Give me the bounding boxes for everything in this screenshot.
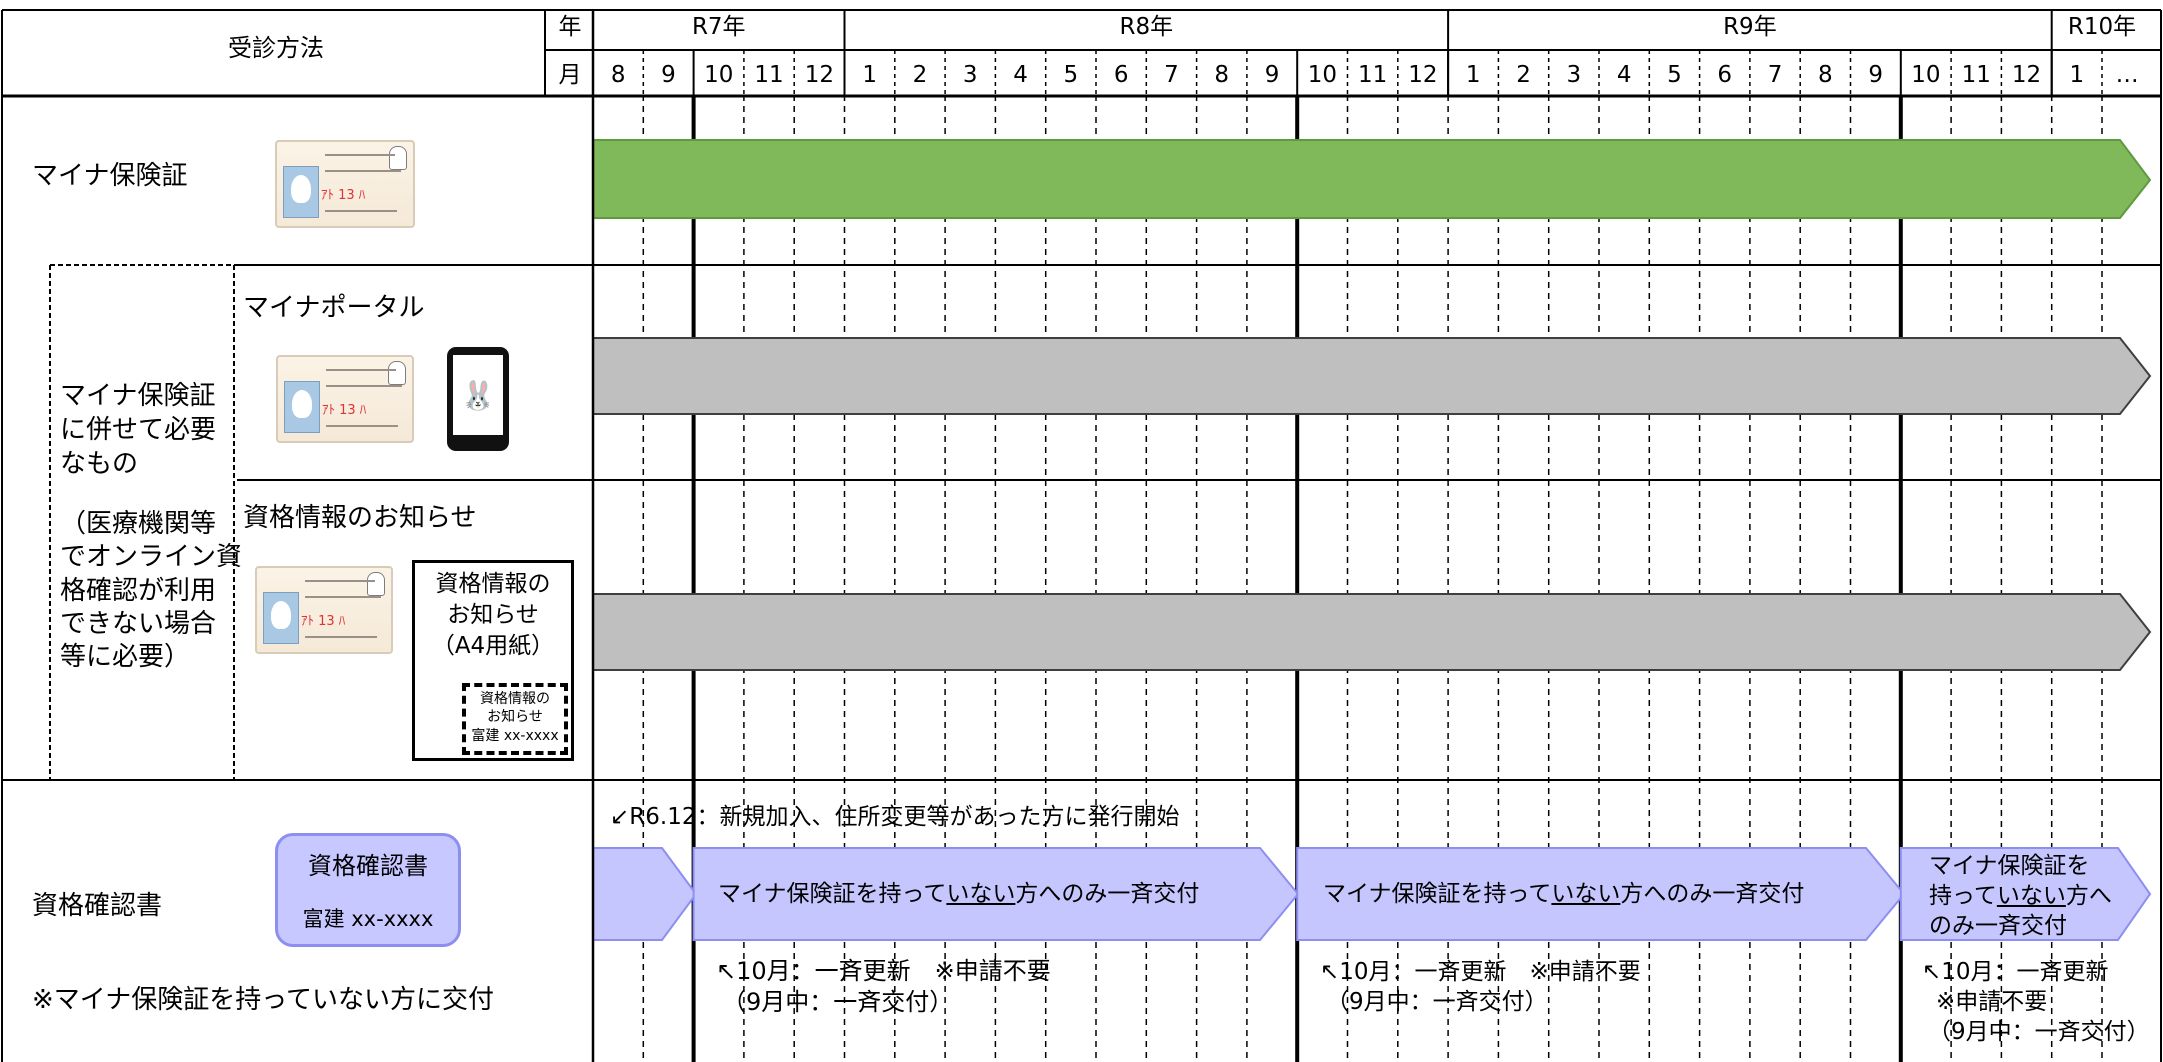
month-tick-label: 7 <box>1768 62 1783 88</box>
notice-card-image: ｱﾄ 13 ﾊ <box>255 566 393 654</box>
year-label: R9年 <box>1723 14 1777 40</box>
row-label-myna: マイナ保険証 <box>32 161 188 191</box>
month-tick-label: 12 <box>805 62 834 88</box>
month-tick-label: 1 <box>2070 62 2085 88</box>
header-text: 受診方法 年 月 <box>228 14 582 88</box>
renew-note-3: ↖10月：一斉更新 ※申請不要 （9月中：一斉交付） <box>1922 959 2150 1045</box>
year-label: 年 <box>559 14 582 40</box>
kakunin-arrow-2 <box>692 847 1300 941</box>
month-tick-label: 9 <box>1265 62 1280 88</box>
month-tick-label: 8 <box>1818 62 1833 88</box>
month-tick-label: 1 <box>1466 62 1481 88</box>
issue-text-2: マイナ保険証を持っていない方へのみ一斉交付 <box>1323 881 1805 907</box>
month-tick-label: 12 <box>1408 62 1437 88</box>
notice-mini-card: 資格情報の お知らせ 富建 xx-xxxx <box>462 683 568 755</box>
month-tick-label: 12 <box>2012 62 2041 88</box>
month-tick-label: … <box>2116 62 2139 88</box>
kakunin-note: ※マイナ保険証を持っていない方に交付 <box>32 985 494 1015</box>
month-tick-label: 5 <box>1064 62 1079 88</box>
month-tick-label: 5 <box>1667 62 1682 88</box>
issue-text-3: マイナ保険証を 持っていない方へ のみ一斉交付 <box>1929 853 2112 939</box>
smartphone-icon: 🐰 <box>447 347 509 451</box>
month-tick-label: 3 <box>963 62 978 88</box>
portal-arrow <box>592 337 2152 415</box>
kakunin-box-id: 富建 xx-xxxx <box>302 907 434 931</box>
year-label: R8年 <box>1119 14 1173 40</box>
month-tick-label: 11 <box>1962 62 1991 88</box>
start-note: ↙R6.12：新規加入、住所変更等があった方に発行開始 <box>610 804 1180 830</box>
month-tick-label: 6 <box>1114 62 1129 88</box>
method-label: 受診方法 <box>228 34 324 62</box>
month-tick-label: 2 <box>1516 62 1531 88</box>
row-label-portal: マイナポータル <box>243 293 425 323</box>
month-tick-label: 11 <box>1358 62 1387 88</box>
month-tick-label: 11 <box>754 62 783 88</box>
month-tick-label: 9 <box>661 62 676 88</box>
month-tick-label: 1 <box>862 62 877 88</box>
month-label: 月 <box>559 62 582 88</box>
month-tick-label: 10 <box>704 62 733 88</box>
group-label-2: （医療機関等 でオンライン資 格確認が利用 できない場合 等に必要） <box>60 509 243 673</box>
renew-note-1: ↖10月：一斉更新 ※申請不要 （9月中：一斉交付） <box>716 957 1051 1017</box>
month-tick-label: 8 <box>1214 62 1229 88</box>
month-tick-label: 10 <box>1911 62 1940 88</box>
row-label-notice: 資格情報のお知らせ <box>243 503 477 533</box>
month-tick-label: 3 <box>1567 62 1582 88</box>
month-tick-label: 4 <box>1617 62 1632 88</box>
kakunin-arrow-3 <box>1296 847 1906 941</box>
month-tick-label: 8 <box>611 62 626 88</box>
kakunin-box-title: 資格確認書 <box>308 852 428 880</box>
renew-note-2: ↖10月：一斉更新 ※申請不要 （9月中：一斉交付） <box>1320 959 1641 1015</box>
notice-paper-text: 資格情報の お知らせ （A4用紙） <box>431 571 555 660</box>
table-frame <box>1 9 2162 1062</box>
timeline-arrows <box>592 139 2152 941</box>
month-tick-label: 4 <box>1013 62 1028 88</box>
notice-mini-id: 富建 xx-xxxx <box>471 728 559 744</box>
month-tick-label: 7 <box>1164 62 1179 88</box>
myna-card-image: ｱﾄ 13 ﾊ <box>275 140 415 228</box>
issue-text-1: マイナ保険証を持っていない方へのみ一斉交付 <box>718 881 1200 907</box>
month-tick-label: 2 <box>913 62 928 88</box>
notice-arrow <box>592 593 2152 671</box>
month-tick-label: 6 <box>1717 62 1732 88</box>
kakunin-arrow-4 <box>1899 847 2152 941</box>
notice-mini-text: 資格情報の お知らせ <box>480 691 550 725</box>
kakunin-arrow-1 <box>592 847 698 941</box>
row-label-kakunin: 資格確認書 <box>32 891 163 921</box>
month-tick-label: 10 <box>1308 62 1337 88</box>
myna-arrow <box>592 139 2152 219</box>
kakunin-sample-box: 資格確認書 富建 xx-xxxx <box>275 833 461 947</box>
year-label: R10年 <box>2068 14 2136 40</box>
year-label: R7年 <box>692 14 746 40</box>
portal-card-image: ｱﾄ 13 ﾊ <box>276 355 414 443</box>
group-label-1: マイナ保険証 に併せて必要 なもの <box>60 381 217 479</box>
year-labels: R7年 R8年 R9年 R10年 <box>692 14 2136 40</box>
month-tick-label: 9 <box>1868 62 1883 88</box>
